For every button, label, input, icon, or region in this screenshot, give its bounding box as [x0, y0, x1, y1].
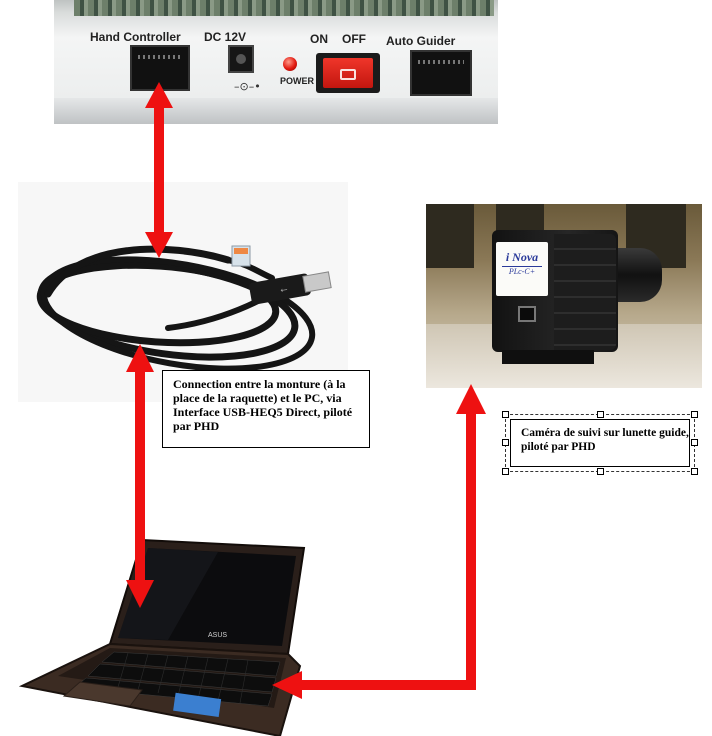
resize-handle[interactable]	[502, 439, 509, 446]
polarity-symbol: –⊙–•	[234, 80, 261, 93]
on-label: ON	[310, 32, 328, 46]
camera-foot	[502, 350, 594, 364]
camera-caption: Caméra de suivi sur lunette guide, pilot…	[521, 427, 689, 453]
resize-handle[interactable]	[597, 411, 604, 418]
auto-guider-port	[410, 50, 472, 96]
laptop-photo: ASUS	[18, 538, 306, 736]
laptop-brand: ASUS	[208, 632, 227, 639]
resize-handle[interactable]	[691, 439, 698, 446]
panel-edge	[54, 98, 498, 124]
dc-label: DC 12V	[204, 30, 247, 44]
camera-caption-frame: Caméra de suivi sur lunette guide, pilot…	[502, 411, 698, 475]
camera-nosepiece	[614, 248, 662, 302]
circuit-board	[74, 0, 494, 16]
hand-controller-port	[130, 45, 190, 91]
camera-usb-port	[518, 306, 536, 322]
power-label: POWER	[280, 76, 315, 86]
camera-label: i Nova PLc-C+	[496, 242, 548, 296]
mount-panel-photo: Hand Controller DC 12V ON OFF Auto Guide…	[54, 0, 498, 124]
power-switch	[316, 53, 380, 93]
resize-handle[interactable]	[691, 411, 698, 418]
auto-guider-label: Auto Guider	[386, 34, 456, 48]
resize-handle[interactable]	[502, 411, 509, 418]
background-window	[426, 204, 474, 268]
guide-camera-photo: i Nova PLc-C+	[426, 204, 702, 388]
camera-brand: i Nova	[505, 250, 539, 264]
usb-cable-photo: ⭠	[18, 182, 348, 402]
camera-model: PLc-C+	[502, 266, 542, 277]
cable-caption: Connection entre la monture (à la place …	[162, 370, 370, 448]
camera-heatsink	[554, 234, 616, 350]
resize-handle[interactable]	[502, 468, 509, 475]
resize-handle[interactable]	[597, 468, 604, 475]
resize-handle[interactable]	[691, 468, 698, 475]
dc-power-jack	[228, 45, 254, 73]
svg-text:⭠: ⭠	[279, 285, 288, 296]
off-label: OFF	[342, 32, 366, 46]
hand-controller-label: Hand Controller	[90, 30, 181, 44]
power-led-icon	[283, 57, 297, 71]
